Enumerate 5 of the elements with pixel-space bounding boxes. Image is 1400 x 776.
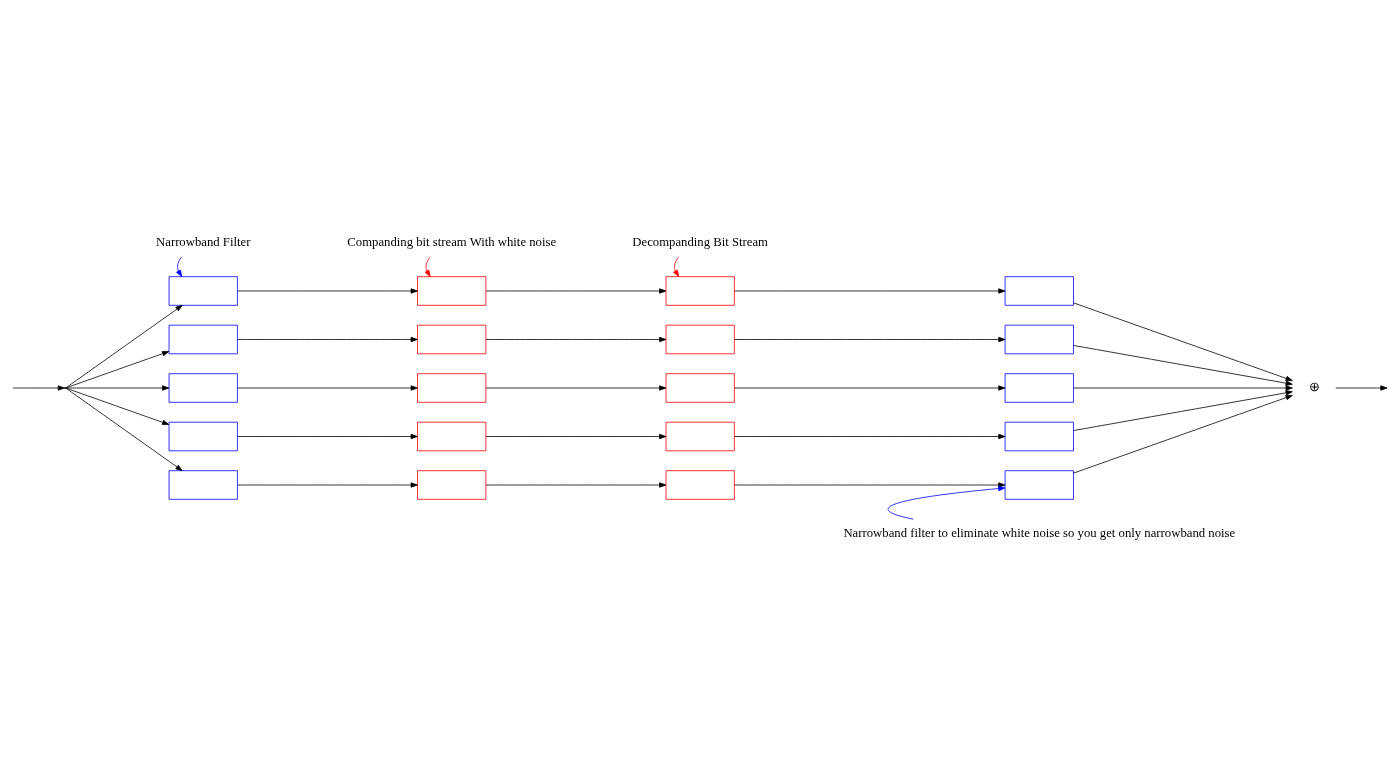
node-text: ⊕ [1308, 380, 1320, 395]
node-text: Decompanding Bit Stream [632, 234, 768, 249]
node-text: Narrowband filter to eliminate white noise so you get only narrowband noise [843, 525, 1236, 540]
node-text: Companding bit stream With white noise [347, 234, 557, 249]
node-text: Narrowband Filter [156, 234, 251, 249]
